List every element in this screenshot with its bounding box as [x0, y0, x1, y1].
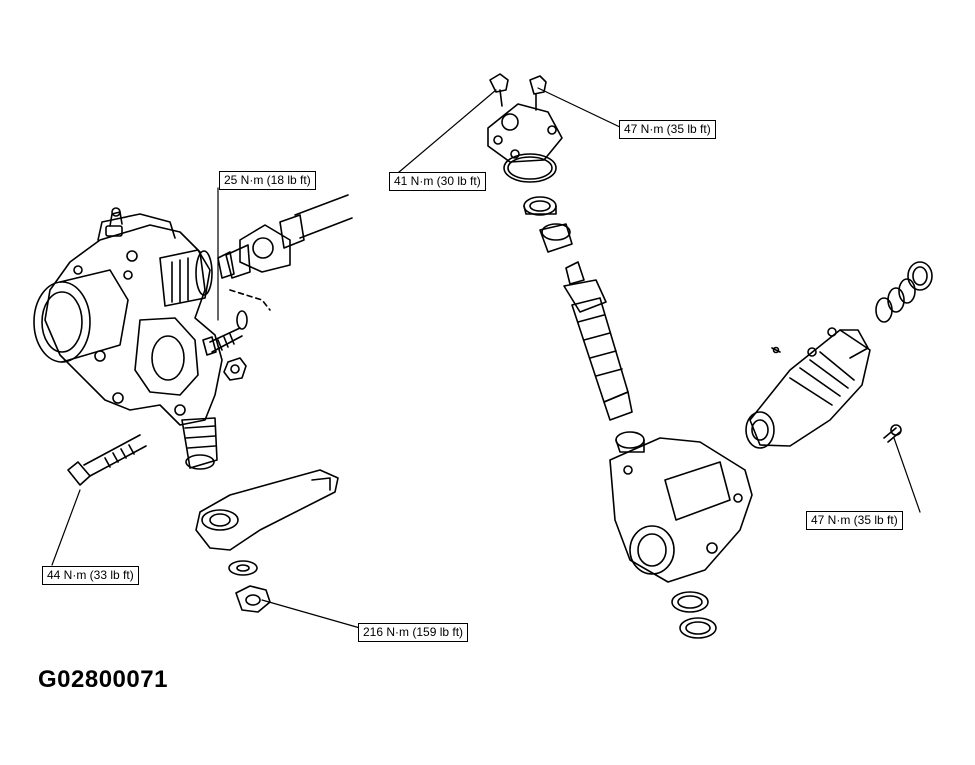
leader-lines — [51, 87, 921, 629]
pinch-bolt — [202, 327, 243, 356]
torque-callout-top-cover-nut: 41 N·m (30 lb ft) — [389, 172, 486, 191]
steering-gear-housing — [33, 207, 223, 470]
torque-callout-top-cover-bolt: 47 N·m (35 lb ft) — [619, 120, 716, 139]
o-ring — [503, 153, 557, 183]
valve-housing-bolt — [883, 424, 902, 443]
bearing-race — [523, 196, 557, 216]
pitman-lock-washer — [228, 560, 258, 576]
torque-callout-valve-housing-bolt: 47 N·m (35 lb ft) — [806, 511, 903, 530]
gear-mounting-bolt — [67, 434, 147, 486]
rack-piston-worm-shaft — [563, 261, 633, 421]
bearing — [539, 223, 573, 253]
gear-housing-body — [609, 431, 753, 583]
valve-housing — [745, 327, 871, 449]
top-cover-nut — [489, 73, 509, 107]
top-cover-bolt — [529, 75, 547, 111]
housing-seal — [671, 591, 709, 613]
pitman-arm — [195, 469, 339, 551]
intermediate-shaft — [217, 194, 353, 311]
top-cover — [487, 103, 563, 163]
figure-id: G02800071 — [38, 666, 168, 693]
housing-bearing — [679, 617, 717, 639]
valve-seal-rings — [875, 261, 933, 323]
lock-washer — [236, 310, 248, 330]
pitman-nut — [235, 585, 271, 613]
torque-callout-pitman-nut: 216 N·m (159 lb ft) — [358, 623, 469, 642]
torque-callout-gear-mount-bolt: 44 N·m (33 lb ft) — [42, 566, 139, 585]
torque-callout-pinch-bolt: 25 N·m (18 lb ft) — [219, 171, 316, 190]
pinch-nut — [223, 357, 247, 381]
valve-small-screw — [771, 346, 781, 354]
